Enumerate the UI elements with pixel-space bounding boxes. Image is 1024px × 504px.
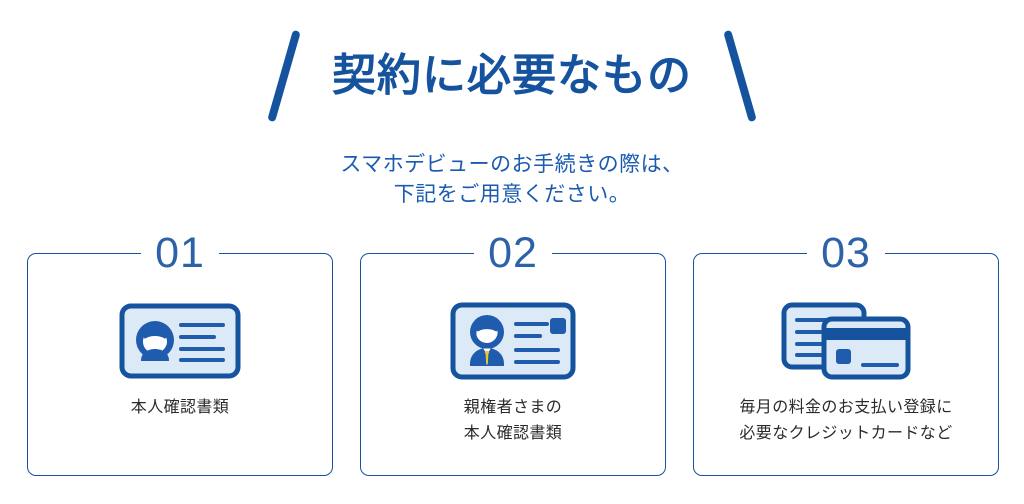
card-03-label: 毎月の料金のお支払い登録に 必要なクレジットカードなど (739, 395, 952, 447)
subtitle-line-1: スマホデビューのお手続きの際は、 (340, 153, 684, 176)
page-header: 契約に必要なもの (0, 0, 1024, 140)
page-title: 契約に必要なもの (332, 51, 692, 100)
card-01-number: 01 (155, 229, 205, 277)
card-01-label-line-1: 本人確認書類 (130, 399, 230, 416)
slash-left-icon (267, 29, 301, 123)
subtitle-line-2: 下記をご用意ください。 (393, 183, 631, 206)
card-03-number: 03 (821, 229, 871, 277)
card-02-label: 親権者さまの 本人確認書類 (464, 395, 562, 447)
card-01-label: 本人確認書類 (131, 395, 229, 421)
card-01-number-backdrop (141, 232, 219, 275)
id-card-person-icon (119, 303, 241, 379)
card-03-label-line-2: 必要なクレジットカードなど (739, 425, 953, 442)
card-02: 02 (360, 232, 666, 476)
card-01-body: 本人確認書類 (27, 253, 333, 476)
title-row: 契約に必要なもの (0, 26, 1024, 126)
slash-right-icon (723, 29, 757, 123)
card-03-number-backdrop (807, 232, 885, 275)
card-01: 01 (27, 232, 333, 476)
card-03: 03 (693, 232, 999, 476)
card-02-label-line-2: 本人確認書類 (463, 425, 563, 442)
card-02-body: 親権者さまの 本人確認書類 (360, 253, 666, 476)
requirement-cards: 01 (27, 232, 999, 476)
credit-cards-icon (780, 302, 912, 380)
card-02-number: 02 (488, 229, 538, 277)
card-02-number-backdrop (474, 232, 552, 275)
card-03-label-line-1: 毎月の料金のお支払い登録に (739, 399, 953, 416)
card-02-label-line-1: 親権者さまの (463, 399, 563, 416)
subtitle: スマホデビューのお手続きの際は、 下記をご用意ください。 (0, 150, 1024, 210)
id-card-guardian-icon (450, 302, 576, 380)
card-03-body: 毎月の料金のお支払い登録に 必要なクレジットカードなど (693, 253, 999, 476)
